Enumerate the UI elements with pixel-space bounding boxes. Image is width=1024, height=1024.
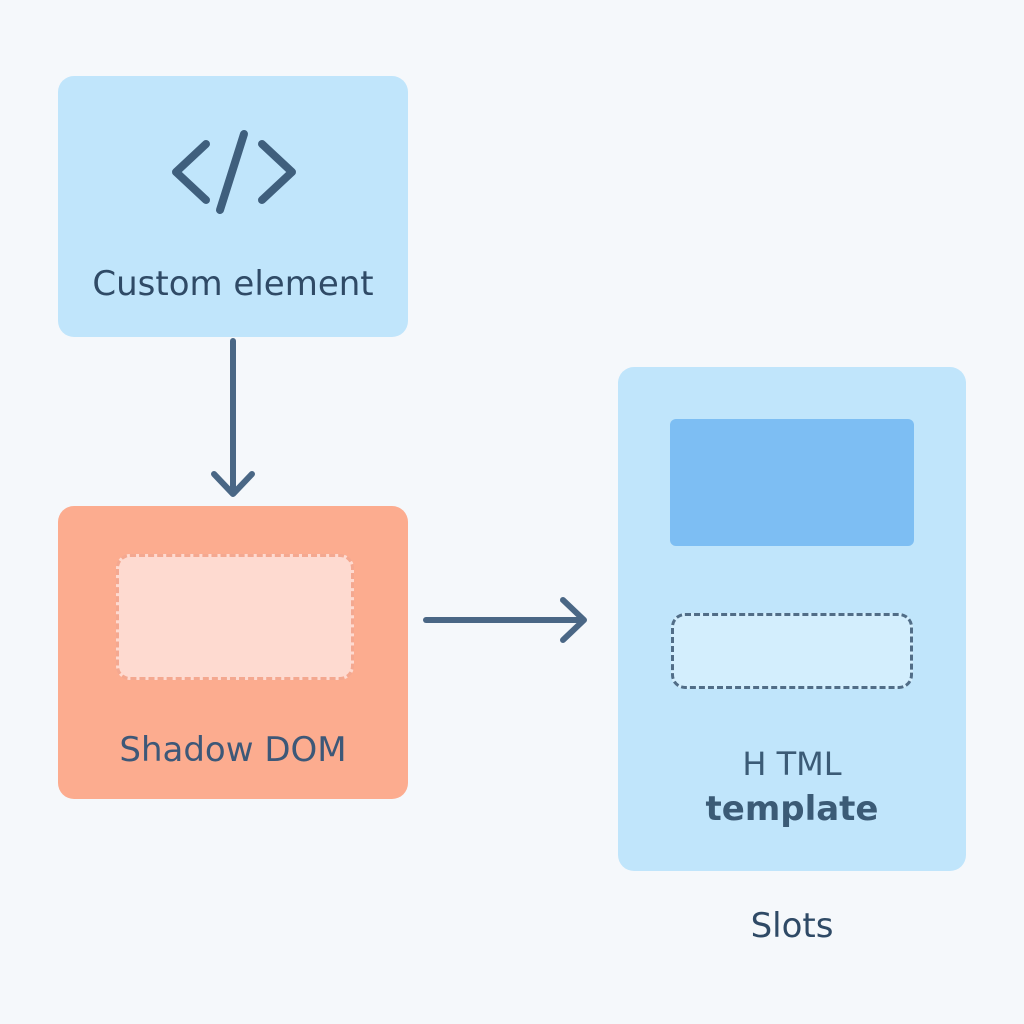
shadow-dom-label: Shadow DOM — [119, 730, 347, 770]
arrow-shadow-to-template — [423, 597, 587, 643]
template-content-block — [670, 419, 914, 546]
shadow-dom-node: Shadow DOM — [58, 506, 408, 799]
shadow-dom-placeholder — [116, 554, 354, 680]
template-slot-placeholder — [671, 613, 913, 689]
code-brackets-icon — [172, 130, 296, 214]
arrow-custom-to-shadow — [211, 338, 255, 497]
html-template-node: H TML template — [618, 367, 966, 871]
custom-element-node — [58, 76, 408, 337]
html-template-label-line1: H TML — [742, 745, 842, 783]
slots-label: Slots — [750, 906, 834, 946]
html-template-label-line2: template — [705, 789, 879, 829]
custom-element-label: Custom element — [92, 264, 374, 304]
